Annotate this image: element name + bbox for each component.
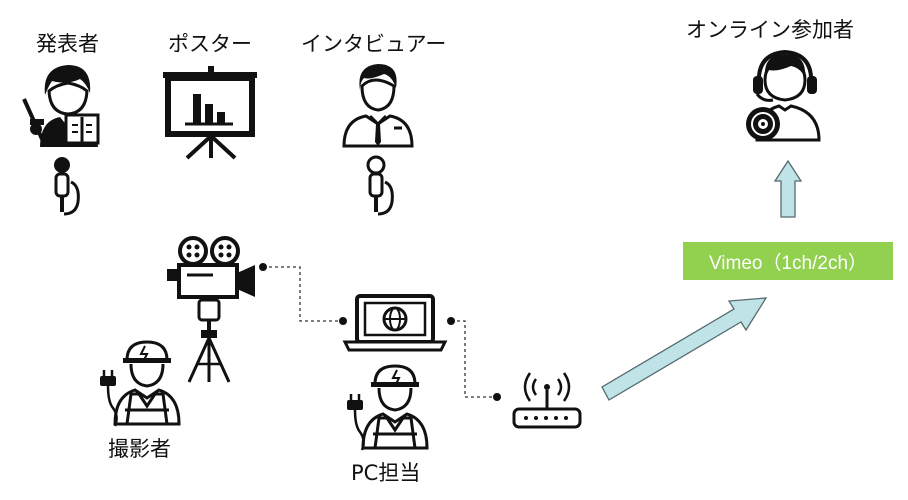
camera-operator-worker-icon: [113, 340, 181, 426]
vimeo-stream-badge: Vimeo（1ch/2ch）: [683, 242, 893, 280]
video-camera-icon: [167, 236, 255, 299]
interviewer-microphone-icon: [366, 155, 394, 216]
router-to-vimeo-arrow: [601, 297, 768, 401]
presenter-label: 発表者: [36, 32, 99, 56]
pc-plug-icon: [347, 394, 365, 451]
interviewer-icon: [342, 64, 414, 148]
router-icon: [512, 372, 582, 429]
plug-icon: [100, 370, 118, 427]
camera-to-laptop-connector: [263, 266, 343, 322]
interviewer-label: インタビュアー: [301, 32, 447, 56]
online-participants-label: オンライン参加者: [686, 18, 854, 42]
online-participant-icon: [746, 49, 821, 142]
tripod-icon: [187, 298, 231, 383]
vimeo-to-online-arrow: [773, 159, 803, 218]
laptop-icon: [342, 294, 448, 352]
poster-label: ポスター: [168, 32, 252, 56]
laptop-to-router-connector: [451, 320, 497, 398]
pc-operator-label: PC担当: [351, 461, 421, 485]
pc-operator-worker-icon: [361, 364, 429, 450]
microphone-icon: [54, 157, 80, 216]
camera-operator-label: 撮影者: [108, 437, 171, 461]
poster-board-icon: [163, 66, 257, 160]
presenter-icon: [22, 65, 100, 147]
